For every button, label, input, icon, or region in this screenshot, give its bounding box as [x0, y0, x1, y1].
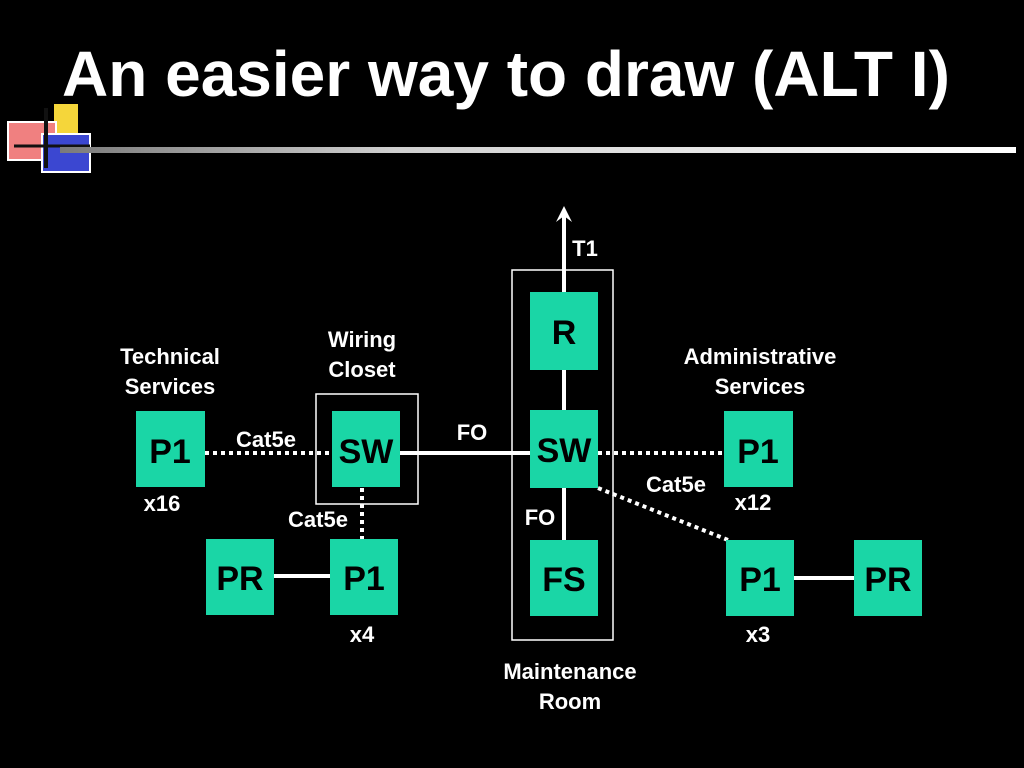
admin-p1b-label: P1 [739, 561, 781, 599]
admin-services-label-line2: Services [715, 374, 806, 399]
admin-p1-label: P1 [737, 433, 779, 471]
wiring-closet-box [315, 393, 419, 505]
admin-p1-node: P1 [724, 411, 793, 487]
admin-count-label: x12 [735, 490, 772, 515]
slide-title: An easier way to draw (ALT I) [62, 38, 950, 110]
fo-bottom-link-label: FO [525, 505, 556, 530]
tech-count-label: x16 [144, 491, 181, 516]
cat5e-admin-label: Cat5e [646, 472, 706, 497]
closet-pr-node: PR [206, 539, 274, 615]
maintenance-room-label-line1: Maintenance [503, 659, 636, 684]
admin2-count-label: x3 [746, 622, 770, 647]
admin-p1b-node: P1 [726, 540, 794, 616]
closet-sw-label: SW [339, 433, 395, 471]
router-node: R [530, 292, 598, 370]
tech-p1-label: P1 [149, 433, 191, 471]
slide-decoration-icon [7, 104, 91, 173]
closet-p1-label: P1 [343, 560, 385, 598]
tech-services-label-line2: Services [125, 374, 216, 399]
wiring-closet-label-line1: Wiring [328, 327, 396, 352]
closet-sw-node: SW [332, 411, 400, 487]
admin-pr-node: PR [854, 540, 922, 616]
fs-label: FS [542, 561, 585, 599]
wiring-closet-label-line2: Closet [328, 357, 396, 382]
maintenance-room-label-line2: Room [539, 689, 601, 714]
closet-p1-node: P1 [330, 539, 398, 615]
admin-pr-label: PR [864, 561, 911, 599]
admin-services-label-line1: Administrative [684, 344, 837, 369]
cat5e-tech-label: Cat5e [236, 427, 296, 452]
cat5e-closet-label: Cat5e [288, 507, 348, 532]
tech-services-label-line1: Technical [120, 344, 220, 369]
t1-link-label: T1 [572, 236, 598, 261]
fo-top-link-label: FO [457, 420, 488, 445]
core-sw-label: SW [537, 432, 593, 470]
router-label: R [552, 314, 577, 352]
fs-node: FS [530, 540, 598, 616]
core-sw-node: SW [530, 410, 598, 488]
closet-count-label: x4 [350, 622, 375, 647]
tech-p1-node: P1 [136, 411, 205, 487]
title-divider [60, 147, 1016, 153]
closet-pr-label: PR [216, 560, 263, 598]
t1-arrow-icon [556, 206, 572, 222]
